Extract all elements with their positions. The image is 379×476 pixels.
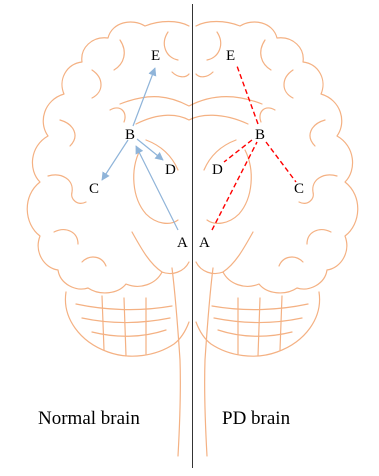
pd-pathways [212, 66, 296, 230]
right-sulcus [279, 257, 303, 266]
pd-node-b: B [255, 127, 265, 143]
left-sulcus [54, 230, 78, 244]
brainstem [205, 268, 213, 456]
pd-path-b-to-c [266, 142, 296, 182]
right-sulcus [261, 40, 271, 70]
pd-node-labels: E B D C A [199, 48, 304, 251]
right-sulcus [284, 70, 293, 98]
normal-node-e: E [151, 48, 160, 64]
normal-brain-caption: Normal brain [38, 408, 140, 430]
right-sulcus [260, 108, 275, 122]
right-sulcus [299, 175, 337, 203]
cerebellum-vermis [102, 296, 282, 356]
left-sulcus [48, 175, 86, 203]
right-sulcus [196, 72, 213, 77]
cerebellum-folia [82, 318, 170, 323]
right-sulcus [207, 32, 221, 60]
normal-node-d: D [165, 162, 176, 178]
pd-node-d: D [212, 162, 223, 178]
right-sulcus [307, 230, 331, 244]
left-sulcus [172, 72, 189, 77]
pd-node-a: A [199, 235, 210, 251]
left-hemisphere-outline [27, 22, 189, 293]
left-sulcus [60, 120, 75, 146]
normal-node-c: C [89, 181, 99, 197]
corpus-callosum [136, 115, 248, 124]
normal-node-a: A [177, 235, 188, 251]
right-temporal-lobe [223, 232, 253, 272]
left-sulcus [114, 40, 124, 70]
pd-brain-caption: PD brain [222, 408, 290, 430]
left-sulcus [110, 108, 125, 122]
right-deep-structure [207, 150, 251, 223]
brainstem [172, 268, 180, 456]
cerebellum-folia [214, 318, 302, 323]
left-temporal-lobe [132, 232, 162, 272]
pd-path-b-to-e [237, 66, 258, 124]
left-sulcus [164, 32, 178, 60]
left-sulcus [92, 70, 101, 98]
pd-node-e: E [226, 48, 235, 64]
right-sulcus [310, 120, 325, 146]
pd-node-c: C [294, 181, 304, 197]
normal-node-b: B [125, 127, 135, 143]
normal-arrow-b-to-c [102, 140, 128, 180]
left-sulcus [82, 257, 106, 266]
